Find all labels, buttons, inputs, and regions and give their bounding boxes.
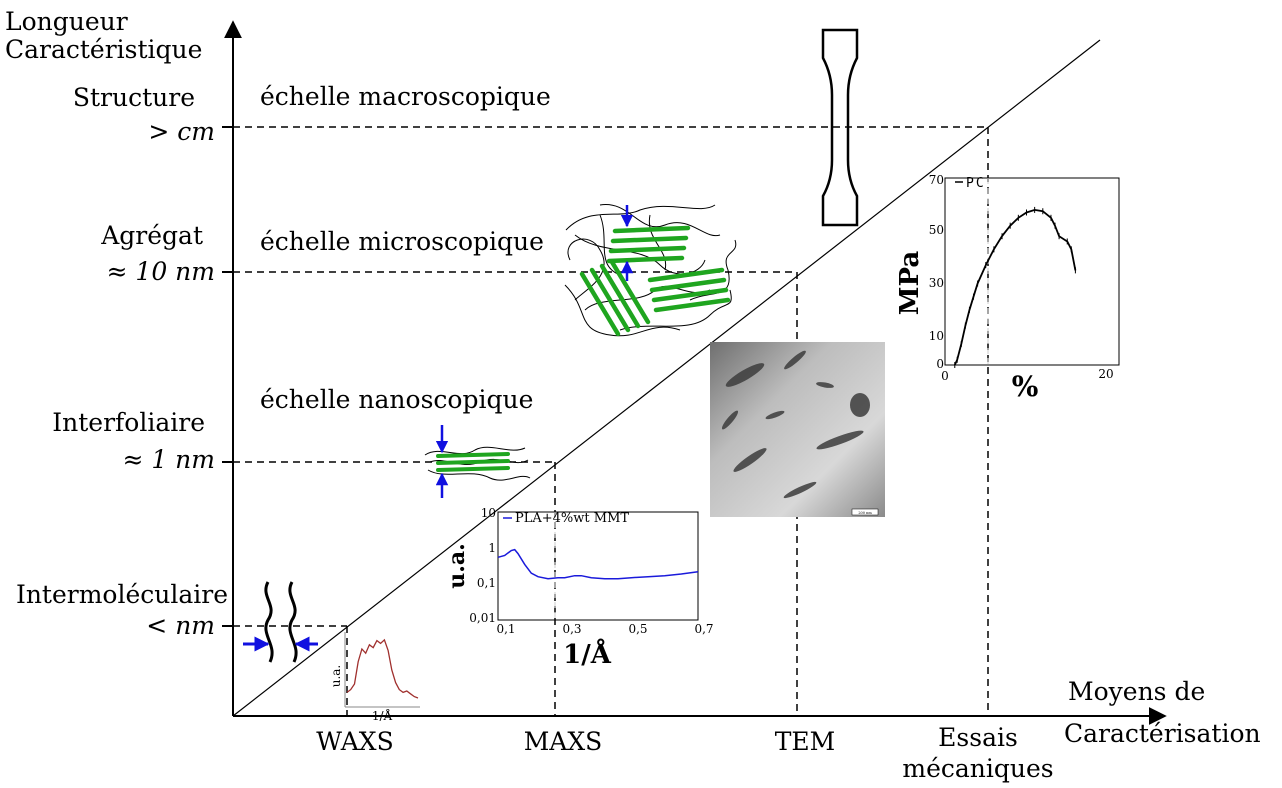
mech-curve — [953, 208, 1077, 366]
technique-essais-line1: Essais — [938, 723, 1018, 752]
aggregate-clay-icon — [564, 204, 737, 337]
mech-xlabel: % — [1012, 370, 1039, 403]
x-axis-title-line2: Caractérisation — [1064, 719, 1261, 748]
level-interfoliaire-name: Interfoliaire — [52, 408, 205, 437]
level-structure-size: > cm — [148, 117, 215, 146]
maxs-inset: 10 1 0,1 0,01 0,1 0,3 0,5 0,7 u.a. 1/Å P… — [444, 506, 714, 670]
mech-ytick-4: 0 — [936, 357, 944, 371]
maxs-ylabel: u.a. — [444, 543, 470, 589]
technique-waxs: WAXS — [316, 727, 393, 756]
tensile-specimen-icon — [821, 28, 859, 227]
mech-xtick-0: 0 — [941, 369, 949, 383]
technique-tem: TEM — [775, 727, 836, 756]
tem-scale-label: 200 nm — [858, 511, 872, 515]
level-intermoleculaire-size: < nm — [146, 611, 215, 640]
maxs-xtick-1: 0,3 — [562, 622, 581, 636]
mech-legend: PC — [966, 176, 986, 191]
maxs-legend: PLA+4%wt MMT — [515, 511, 629, 526]
scale-micro-label: échelle microscopique — [260, 227, 544, 256]
maxs-ytick-1: 1 — [488, 541, 496, 555]
tem-image: 200 nm — [710, 342, 885, 517]
waxs-ylabel: u.a. — [329, 665, 343, 688]
maxs-xtick-3: 0,7 — [694, 622, 713, 636]
x-axis-title-line1: Moyens de — [1068, 677, 1205, 706]
mech-ytick-1: 50 — [929, 223, 944, 237]
level-intermoleculaire-name: Intermoléculaire — [16, 580, 228, 609]
mech-ytick-0: 70 — [929, 173, 944, 187]
diagonal-line — [232, 39, 1101, 717]
technique-maxs: MAXS — [524, 727, 603, 756]
y-axis-title-line1: Longueur — [5, 7, 128, 36]
maxs-xtick-2: 0,5 — [628, 622, 647, 636]
level-structure-name: Structure — [73, 83, 195, 112]
scale-nano-label: échelle nanoscopique — [260, 385, 533, 414]
maxs-xtick-0: 0,1 — [496, 622, 515, 636]
technique-essais-line2: mécaniques — [902, 754, 1053, 783]
mech-inset: 70 50 30 10 0 0 20 MPa % PC — [895, 173, 1120, 403]
mech-ylabel: MPa — [895, 251, 925, 316]
y-axis-title-line2: Caractéristique — [5, 35, 202, 64]
level-interfoliaire-size: ≈ 1 nm — [122, 445, 215, 474]
maxs-curve — [497, 548, 699, 580]
level-agregat-name: Agrégat — [100, 221, 203, 250]
mech-xtick-1: 20 — [1098, 367, 1113, 381]
maxs-plot-frame — [497, 511, 699, 621]
waxs-inset: u.a. 1/Å — [329, 632, 420, 723]
nano-clay-icon — [424, 425, 531, 498]
maxs-xlabel: 1/Å — [563, 639, 612, 670]
waxs-curve — [346, 638, 419, 699]
maxs-ytick-2: 0,1 — [477, 576, 496, 590]
waxs-xlabel: 1/Å — [372, 708, 393, 723]
mech-ytick-2: 30 — [929, 276, 944, 290]
level-agregat-size: ≈ 10 nm — [107, 257, 215, 286]
maxs-ytick-0: 10 — [481, 506, 496, 520]
scale-macro-label: échelle macroscopique — [260, 82, 551, 111]
mech-ytick-3: 10 — [929, 329, 944, 343]
maxs-ytick-3: 0,01 — [469, 611, 496, 625]
mech-plot-frame — [944, 177, 1120, 366]
polymer-chains-icon — [243, 581, 318, 663]
